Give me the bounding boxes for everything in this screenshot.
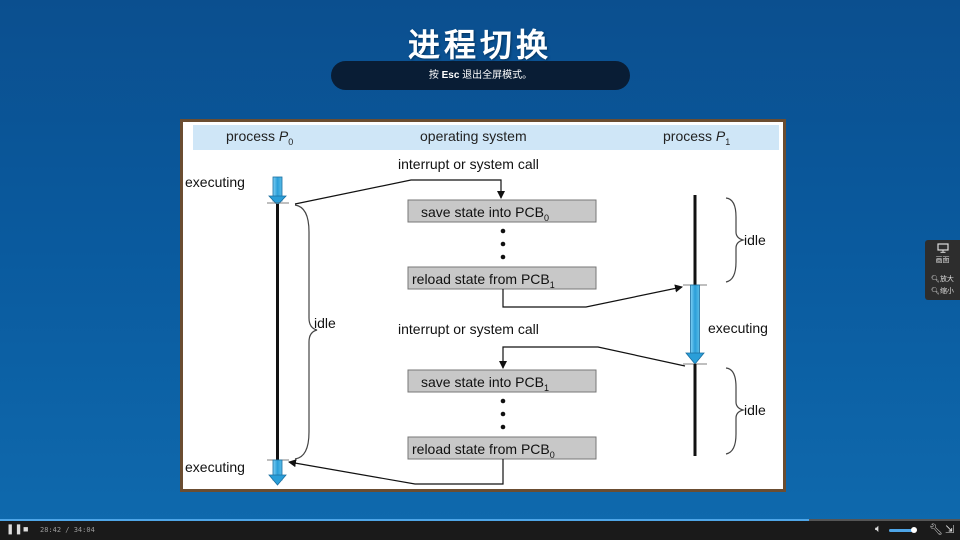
interrupt-label-mid: interrupt or system call [398, 321, 539, 337]
os-box-text: reload state from PCB0 [412, 441, 555, 460]
p1-executing-bar [690, 284, 700, 356]
settings-icon[interactable]: 🔧︎ [929, 524, 943, 536]
zoom-in-label: 放大 [939, 276, 954, 283]
zoom-in-button[interactable]: 🔍︎放大 [925, 274, 960, 284]
fullscreen-exit-toast: 按 Esc 退出全屏模式。 [331, 61, 630, 90]
os-box-reload-pcb1: reload state from PCB1 [407, 266, 597, 290]
toast-key: Esc [441, 70, 460, 81]
screen-label: 画面 [935, 257, 950, 264]
volume-knob[interactable] [911, 527, 918, 533]
monitor-icon [936, 243, 949, 253]
video-progress-bar[interactable] [0, 519, 960, 522]
arrow-interrupt-p1-to-os [499, 346, 686, 369]
diagram-canvas: process P0 operating system process P1 i… [185, 125, 779, 486]
slide-title: 进程切换 [407, 26, 552, 64]
zoom-out-button[interactable]: 🔍︎缩小 [925, 286, 960, 296]
zoom-out-icon: 🔍︎ [931, 288, 940, 295]
toast-suffix: 退出全屏模式。 [462, 70, 533, 81]
p1-idle-brace-top [725, 197, 746, 283]
volume-slider[interactable] [889, 527, 918, 533]
p1-idle-label-top: idle [744, 232, 766, 248]
player-controls: ❚❚ ■ 28:42 / 34:04 🔈︎ 🔧︎ ⇲ [0, 521, 960, 540]
arrow-os-to-p1 [502, 284, 683, 308]
p0-idle-brace [294, 204, 318, 460]
ellipsis-dots-top [500, 228, 506, 260]
side-toolbar: 画面 🔍︎放大 🔍︎缩小 [925, 240, 960, 300]
header-process-p0: process P0 [226, 128, 293, 147]
video-progress-fill [0, 519, 810, 522]
volume-icon[interactable]: 🔈︎ [875, 523, 882, 535]
p0-executing-label-bottom: executing [185, 459, 245, 475]
os-box-text: reload state from PCB1 [412, 271, 555, 290]
os-box-text: save state into PCB1 [421, 374, 549, 393]
os-box-text: save state into PCB0 [421, 204, 549, 223]
toast-prefix: 按 [428, 70, 439, 81]
ellipsis-dots-bottom [500, 398, 506, 430]
p0-arrowhead-top [268, 195, 287, 206]
interrupt-label-top: interrupt or system call [398, 156, 539, 172]
arrow-interrupt-p0-to-os [294, 179, 505, 205]
p1-executing-label: executing [708, 320, 768, 336]
fullscreen-exit-icon[interactable]: ⇲ [945, 524, 955, 536]
os-box-reload-pcb0: reload state from PCB0 [407, 436, 597, 460]
p1-idle-brace-bottom [725, 367, 746, 455]
p1-arrowhead [685, 352, 705, 365]
zoom-in-icon: 🔍︎ [931, 276, 940, 283]
p0-arrowhead-bottom [268, 474, 287, 486]
volume-fill [889, 529, 915, 532]
zoom-out-label: 缩小 [939, 288, 954, 295]
os-box-save-pcb1: save state into PCB1 [407, 369, 597, 393]
p0-idle-label: idle [314, 315, 336, 331]
p1-idle-label-bottom: idle [744, 402, 766, 418]
os-box-save-pcb0: save state into PCB0 [407, 199, 597, 223]
header-band [193, 125, 779, 150]
pause-icon[interactable]: ❚❚ [6, 524, 23, 535]
stop-icon[interactable]: ■ [23, 524, 29, 534]
playback-time: 28:42 / 34:04 [40, 526, 95, 534]
context-switch-diagram: process P0 operating system process P1 i… [180, 119, 786, 492]
header-operating-system: operating system [420, 128, 527, 144]
p0-executing-label-top: executing [185, 174, 245, 190]
screen-button[interactable]: 画面 [925, 240, 960, 265]
header-process-p1: process P1 [663, 128, 730, 147]
arrow-os-to-p0 [288, 459, 504, 485]
